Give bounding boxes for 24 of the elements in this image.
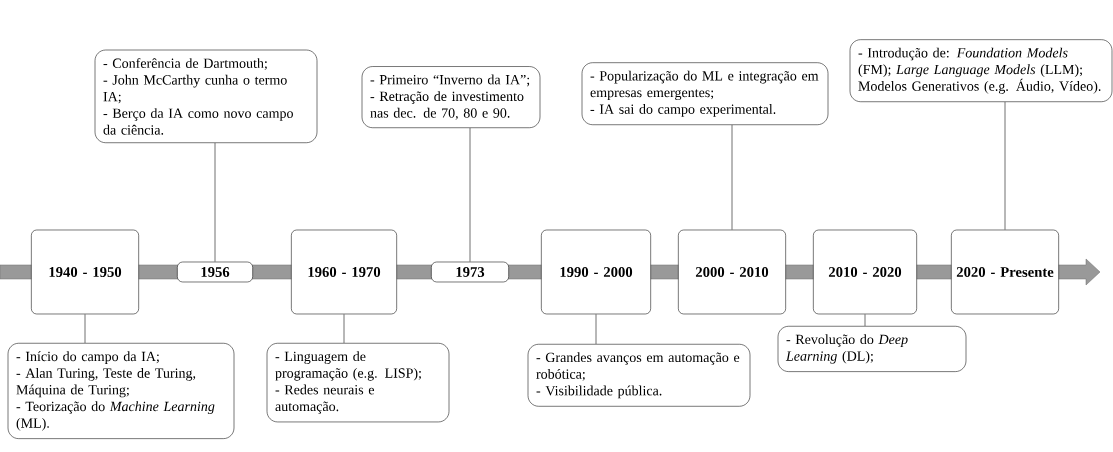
year-box: 2000 - 2010 <box>678 229 786 315</box>
year-box: 1990 - 2000 <box>541 229 651 315</box>
connector-line <box>1004 101 1006 231</box>
connector-line <box>84 313 86 344</box>
event-box: - Grandes avanços em automação e robótica; - Visibilidade pública. <box>527 344 751 407</box>
event-box: - Revolução do Deep Learning (DL); <box>777 326 967 372</box>
connector-line <box>731 124 733 231</box>
connector-line <box>343 313 345 344</box>
event-box: - Conferência de Dartmouth; - John McCarthy cunha o termo IA; - Berço da IA como novo campo da ciência. <box>94 49 318 143</box>
event-box: - Primeiro “Inverno da IA”; - Retração de investimento nas dec. de 70, 80 e 90. <box>361 66 541 128</box>
event-box: - Popularização do ML e integração em empresas emergentes; - IA sai do campo experimental. <box>581 62 829 125</box>
event-box: - Início do campo da IA; - Alan Turing, Teste de Turing, Máquina de Turing; - Teorização do Machine Learning (ML). <box>7 343 235 439</box>
connector-line <box>595 313 597 345</box>
year-box: 2020 - Presente <box>951 229 1059 315</box>
year-box: 1956 <box>177 261 253 283</box>
event-box: - Linguagem de programação (e.g. LISP); - Redes neurais e automação. <box>266 343 450 423</box>
connector-line <box>469 127 471 263</box>
year-box: 2010 - 2020 <box>813 229 917 315</box>
year-box: 1973 <box>431 261 509 283</box>
year-box: 1940 - 1950 <box>31 229 139 315</box>
year-box: 1960 - 1970 <box>291 229 397 315</box>
connector-line <box>864 313 866 327</box>
connector-line <box>214 142 216 263</box>
event-box: - Introdução de: Foundation Models (FM); Large Language Models (LLM); Modelos Generativos (e.g. Áudio, Vídeo). <box>849 39 1113 102</box>
